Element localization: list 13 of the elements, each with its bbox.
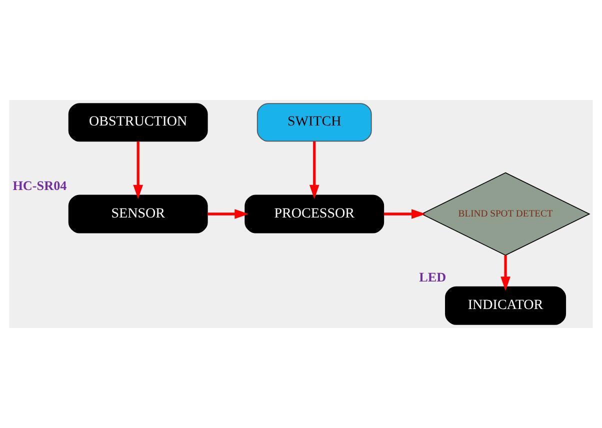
node-box: PROCESSOR bbox=[244, 194, 384, 234]
node-box: SENSOR bbox=[68, 194, 208, 234]
arrow bbox=[133, 141, 144, 199]
node-label: HC-SR04 bbox=[12, 178, 67, 193]
node-label: LED bbox=[419, 270, 446, 285]
node-box: INDICATOR bbox=[445, 286, 566, 325]
arrow bbox=[500, 255, 510, 291]
node-box: SWITCH bbox=[256, 103, 372, 142]
arrow bbox=[208, 209, 249, 219]
node-diamond: BLIND SPOT DETECT bbox=[420, 172, 590, 256]
arrow bbox=[309, 141, 320, 199]
node-box: OBSTRUCTION bbox=[68, 103, 208, 142]
arrow bbox=[384, 209, 426, 219]
